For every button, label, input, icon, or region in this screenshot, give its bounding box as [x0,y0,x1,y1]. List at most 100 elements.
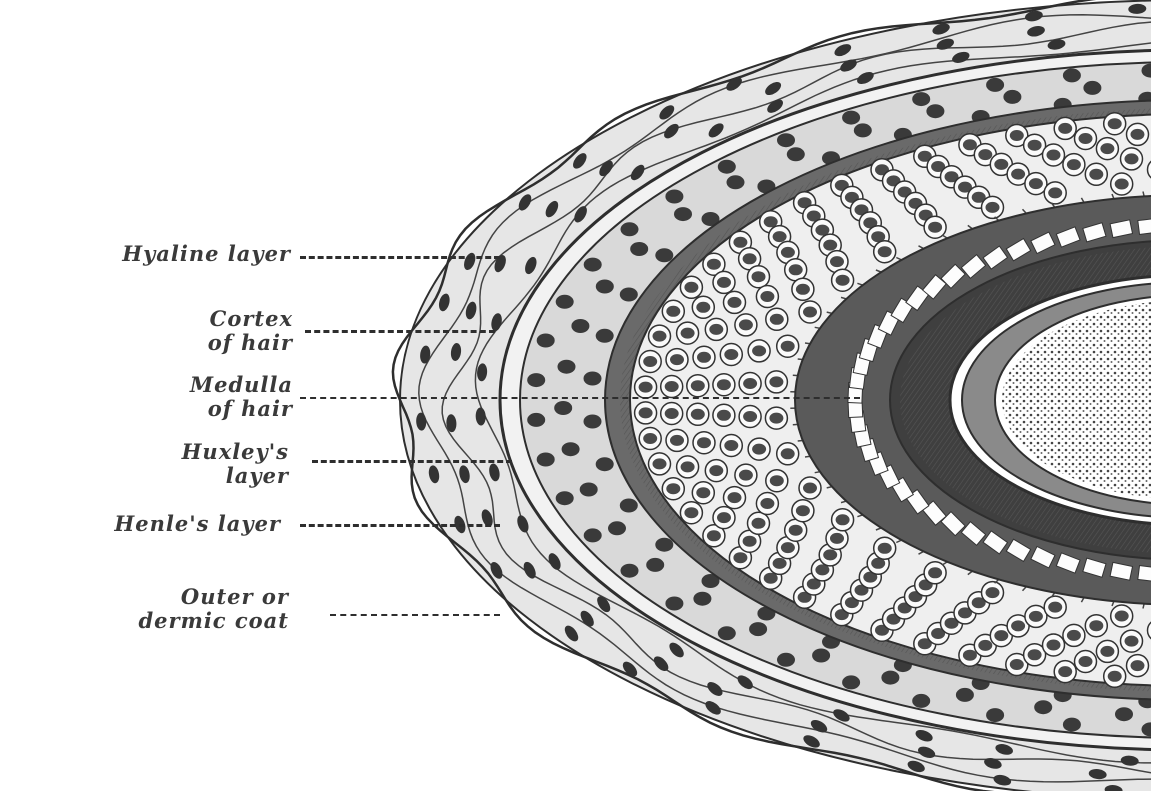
label-cortex-of-hair: Cortex of hair [208,307,293,355]
huxley-cell-nucleus [743,253,757,264]
huxley-cell-nucleus [670,354,684,365]
huxley-cell-nucleus [684,507,698,518]
huxley-cell-nucleus [760,498,774,509]
root-sheath-nucleus [584,258,602,272]
huxley-cell-nucleus [1058,666,1072,677]
huxley-cell-nucleus [823,240,837,251]
huxley-cell-nucleus [796,284,810,295]
huxley-cell-nucleus [1079,133,1093,144]
root-sheath-nucleus [812,649,830,663]
label-cortex-line-2: of hair [208,331,293,355]
huxley-cell-nucleus [743,378,757,389]
root-sheath-nucleus [537,453,555,467]
leader-outer-dermic-coat [330,614,500,616]
huxley-cell-nucleus [681,461,695,472]
huxley-cell-nucleus [789,525,803,536]
root-sheath-nucleus [584,528,602,542]
huxley-cell-nucleus [707,259,721,270]
root-sheath-nucleus [926,104,944,118]
huxley-cell-nucleus [717,410,731,421]
huxley-cell-nucleus [769,376,783,387]
huxley-cell-nucleus [752,518,766,529]
huxley-cell-nucleus [781,341,795,352]
huxley-cell-nucleus [1115,611,1129,622]
huxley-cell-nucleus [665,381,679,392]
huxley-cell-nucleus [733,552,747,563]
root-sheath-nucleus [537,334,555,348]
huxley-cell-nucleus [1047,150,1061,161]
root-sheath-nucleus [842,111,860,125]
label-cortex-line-1: Cortex [208,307,293,331]
huxley-cell-nucleus [1048,187,1062,198]
huxley-cell-nucleus [978,640,992,651]
huxley-cell-nucleus [986,587,1000,598]
huxley-cell-nucleus [781,542,795,553]
huxley-cell-nucleus [760,291,774,302]
huxley-cell-nucleus [1028,649,1042,660]
huxley-cell-nucleus [1010,659,1024,670]
label-huxleys-layer: Huxley's layer [182,440,289,488]
root-sheath-nucleus [580,483,598,497]
root-sheath-nucleus [777,653,795,667]
label-henle-line-1: Henle's layer [114,512,281,536]
huxley-cell-nucleus [781,247,795,258]
huxley-cell-nucleus [1131,660,1145,671]
root-sheath-nucleus [620,288,638,302]
label-henles-layer: Henle's layer [114,512,281,536]
huxley-cell-nucleus [978,149,992,160]
huxley-cell-nucleus [681,328,695,339]
huxley-cell-nucleus [717,277,731,288]
root-sheath-nucleus [718,160,736,174]
huxley-cell-nucleus [1067,159,1081,170]
huxley-cell-nucleus [994,159,1008,170]
root-sheath-nucleus [620,499,638,513]
root-sheath-nucleus [674,207,692,221]
huxley-cell-nucleus [697,352,711,363]
huxley-cell-nucleus [963,650,977,661]
huxley-cell-nucleus [666,306,680,317]
huxley-cell-nucleus [1067,630,1081,641]
huxley-cell-nucleus [670,435,684,446]
huxley-cell-nucleus [1047,640,1061,651]
huxley-cell-nucleus [697,437,711,448]
root-sheath-nucleus [596,280,614,294]
root-sheath-nucleus [596,457,614,471]
huxley-cell-nucleus [739,319,753,330]
huxley-cell-nucleus [770,475,784,486]
root-sheath-nucleus [1034,700,1052,714]
huxley-cell-nucleus [1029,611,1043,622]
label-outer-line-2: dermic coat [138,609,289,633]
huxley-cell-nucleus [1125,153,1139,164]
root-sheath-nucleus [842,675,860,689]
huxley-cell-nucleus [1079,656,1093,667]
huxley-cell-nucleus [1089,169,1103,180]
huxley-cell-nucleus [1089,620,1103,631]
root-sheath-nucleus [718,626,736,640]
huxley-cell-nucleus [691,380,705,391]
huxley-cell-nucleus [665,408,679,419]
huxley-cell-nucleus [691,409,705,420]
root-sheath-nucleus [608,521,626,535]
root-sheath-nucleus [556,491,574,505]
huxley-cell-nucleus [728,492,742,503]
root-sheath-nucleus [854,123,872,137]
label-outer-dermic-coat: Outer or dermic coat [138,585,289,633]
huxley-cell-nucleus [928,567,942,578]
label-medulla-of-hair: Medulla of hair [190,373,293,421]
huxley-cell-nucleus [1058,123,1072,134]
huxley-cell-nucleus [878,246,892,257]
label-huxley-line-2: layer [182,464,289,488]
huxley-cell-nucleus [643,433,657,444]
root-sheath-nucleus [912,694,930,708]
root-sheath-nucleus [986,78,1004,92]
huxley-cell-nucleus [666,483,680,494]
huxley-cell-nucleus [653,458,667,469]
huxley-cell-nucleus [743,411,757,422]
root-sheath-nucleus [527,373,545,387]
leader-hyaline-layer [300,256,500,259]
huxley-cell-nucleus [709,465,723,476]
huxley-cell-nucleus [733,237,747,248]
label-hyaline-layer: Hyaline layer [122,242,291,266]
huxley-cell-nucleus [994,630,1008,641]
